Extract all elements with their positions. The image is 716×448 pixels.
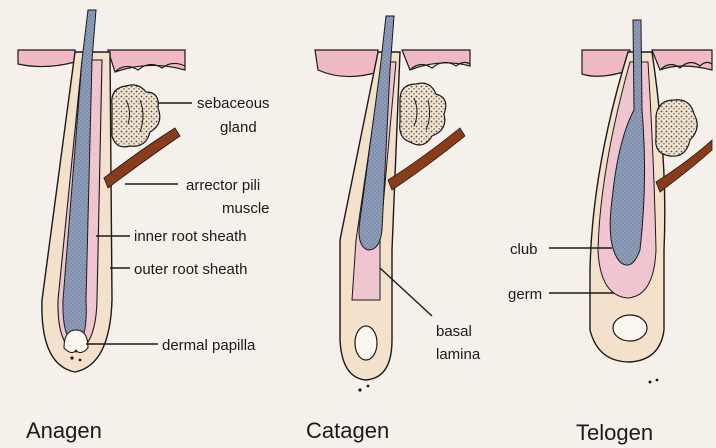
label-sebaceous-line1: sebaceous [197, 95, 270, 112]
stage-title-telogen: Telogen [576, 420, 653, 445]
anagen-follicle [18, 10, 185, 372]
catagen-papilla-dot [358, 388, 361, 391]
label-sebaceous-line2: gland [220, 119, 257, 136]
telogen-papilla-dot [649, 381, 652, 384]
label-germ: germ [508, 286, 542, 303]
stage-title-anagen: Anagen [26, 418, 102, 443]
telogen-follicle [582, 20, 712, 384]
label-outer-root-sheath: outer root sheath [134, 261, 247, 278]
telogen-sebaceous-gland [656, 100, 697, 156]
telogen-papilla-dot-2 [656, 379, 659, 382]
anagen-skin-surface [18, 50, 75, 67]
label-dermal-papilla: dermal papilla [162, 337, 256, 354]
catagen-dermal-papilla [355, 326, 377, 360]
catagen-sebaceous-gland [400, 83, 446, 145]
anagen-dermal-papilla [64, 330, 88, 353]
telogen-dermal-papilla [613, 315, 647, 341]
anagen-papilla-dot [70, 356, 73, 359]
catagen-papilla-dot-2 [367, 385, 370, 388]
label-club: club [510, 241, 538, 258]
catagen-skin-surface [315, 50, 378, 77]
labels: sebaceous gland arrector pili muscle inn… [134, 95, 542, 363]
label-arrector-line2: muscle [222, 200, 270, 217]
label-arrector-line1: arrector pili [186, 177, 260, 194]
telogen-skin-surface-right [652, 50, 712, 70]
label-basal-line1: basal [436, 323, 472, 340]
stage-title-catagen: Catagen [306, 418, 389, 443]
label-basal-line2: lamina [436, 346, 481, 363]
stage-titles: Anagen Catagen Telogen [26, 418, 653, 445]
anagen-sebaceous-gland [112, 85, 160, 147]
anagen-papilla-dot-2 [79, 359, 82, 362]
label-inner-root-sheath: inner root sheath [134, 228, 247, 245]
catagen-skin-surface-right [402, 50, 470, 70]
